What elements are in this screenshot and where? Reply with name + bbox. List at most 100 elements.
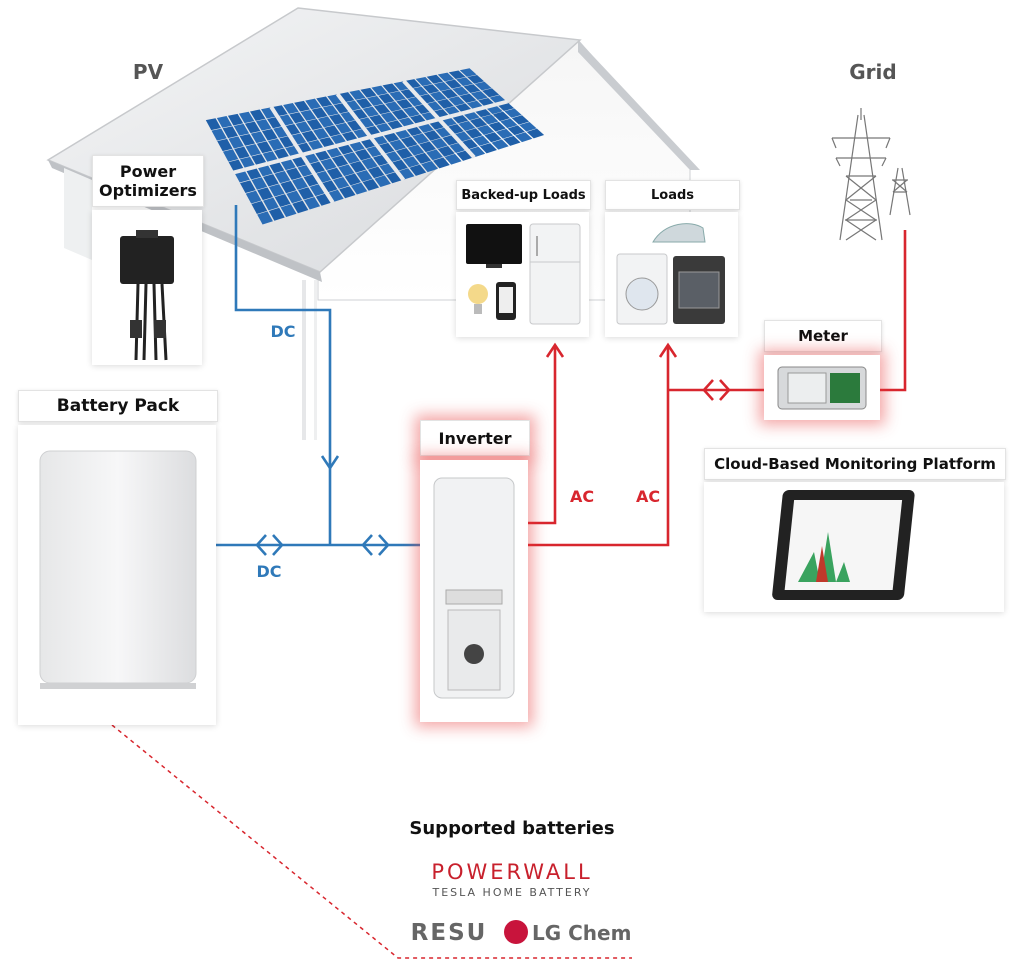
solar-cell <box>430 138 448 149</box>
dc-label-top: DC <box>270 322 296 341</box>
solar-cell <box>316 96 333 107</box>
solar-cell <box>327 94 344 105</box>
solar-cell <box>251 201 268 215</box>
solar-cell <box>377 142 395 154</box>
solar-cell <box>211 128 227 141</box>
solar-cell <box>503 135 521 146</box>
solar-cell <box>452 86 470 96</box>
solar-cell <box>350 182 368 195</box>
solar-cell <box>222 126 238 139</box>
solar-cell <box>461 139 479 150</box>
inverter-panel <box>420 460 528 722</box>
solar-cell <box>283 103 299 114</box>
solar-cell <box>305 98 322 110</box>
solar-cell <box>400 88 418 99</box>
solar-cell <box>362 106 379 117</box>
meter-icon <box>777 366 867 410</box>
meter-panel <box>764 355 880 420</box>
ac-wiring <box>528 230 907 547</box>
solar-cell <box>414 104 432 115</box>
solar-cell <box>279 136 296 148</box>
solar-cell <box>372 154 390 166</box>
solar-cell <box>442 134 460 146</box>
solar-cell <box>274 194 291 207</box>
solar-cell <box>366 146 383 158</box>
solar-cell <box>349 161 367 173</box>
solar-cell <box>421 161 438 173</box>
power-optimizers-tab: Power Optimizers <box>92 155 204 207</box>
solar-cell <box>422 84 440 94</box>
solar-cell <box>391 109 409 120</box>
cloud-monitoring-tab: Cloud-Based Monitoring Platform <box>704 448 1006 480</box>
solar-cell <box>294 100 310 112</box>
dc-wiring <box>205 205 420 556</box>
solar-cell <box>433 81 451 92</box>
solar-cell <box>362 179 380 191</box>
solar-cell <box>481 114 499 125</box>
solar-cell <box>238 111 255 124</box>
lgchem-logo: LG Chem <box>532 921 632 945</box>
powerwall-subtitle: TESLA HOME BATTERY <box>432 886 592 899</box>
solar-cell <box>335 122 352 134</box>
solar-cell <box>526 128 545 139</box>
solar-cell <box>360 87 377 98</box>
solar-cell <box>267 138 284 151</box>
solar-cell <box>488 121 506 132</box>
solar-cell <box>495 128 514 139</box>
solar-cell <box>351 109 368 120</box>
solar-cell <box>333 102 350 114</box>
solar-cell <box>256 141 273 154</box>
solar-cell <box>384 151 402 163</box>
solar-cell <box>504 108 522 118</box>
solar-cell <box>304 197 321 210</box>
solar-cell <box>474 81 492 91</box>
solar-cell <box>423 130 441 141</box>
solar-cell <box>448 96 466 106</box>
solar-cell <box>361 157 378 170</box>
solar-cell <box>295 121 312 133</box>
solar-cell <box>261 107 277 119</box>
ac-label-right: AC <box>635 487 661 506</box>
grid-tower-icon <box>831 108 911 241</box>
solar-cell <box>441 89 458 99</box>
solar-cell <box>412 133 430 144</box>
solar-panels <box>205 68 545 225</box>
solar-cell <box>329 114 346 125</box>
solar-cell <box>300 109 317 121</box>
solar-cell <box>389 91 406 101</box>
solar-cell <box>317 116 334 128</box>
solar-cell <box>444 79 462 89</box>
solar-cell <box>491 139 509 150</box>
solar-cell <box>437 99 454 109</box>
solar-cell <box>249 109 266 121</box>
power-optimizer-panel <box>92 210 202 365</box>
solar-cell <box>449 142 467 154</box>
solar-cell <box>268 207 285 221</box>
loads-tab: Loads <box>605 180 740 210</box>
battery-pack-panel <box>18 425 216 725</box>
solar-cell <box>344 173 361 186</box>
solar-cell <box>404 79 422 89</box>
solar-cell <box>444 153 462 165</box>
solar-cell <box>500 118 518 129</box>
solar-cell <box>234 146 250 159</box>
solar-cell <box>482 88 500 98</box>
solar-cell <box>298 187 315 200</box>
battery-icon <box>39 450 197 689</box>
solar-cell <box>507 125 525 136</box>
solar-cell <box>356 98 373 109</box>
solar-cell <box>338 164 355 177</box>
solar-cell <box>415 76 433 86</box>
inverter-tab: Inverter <box>420 420 530 456</box>
solar-cell <box>432 157 450 169</box>
loads-icons <box>616 223 725 325</box>
solar-cell <box>402 156 420 168</box>
solar-cell <box>380 112 398 123</box>
solar-cell <box>251 177 268 190</box>
backed-up-loads-icons <box>466 223 581 325</box>
solar-cell <box>313 128 330 140</box>
solar-cell <box>278 114 294 126</box>
solar-cell <box>437 72 455 82</box>
solar-cell <box>358 117 375 129</box>
